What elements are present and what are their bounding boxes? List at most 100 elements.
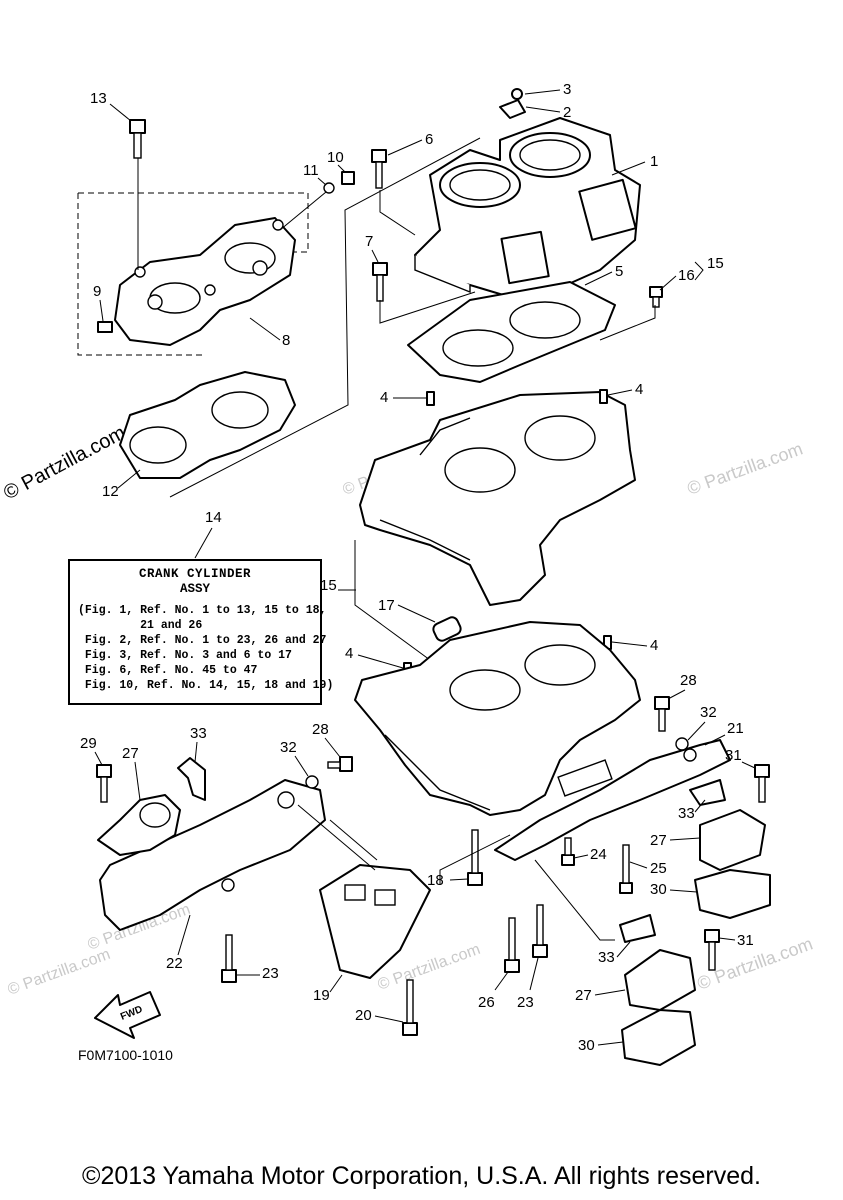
bolt-16 — [649, 286, 663, 308]
dowel-4b — [599, 389, 608, 404]
callout-19: 19 — [313, 987, 330, 1004]
cylinder-head — [114, 217, 296, 346]
callout-15a: 15 — [320, 577, 337, 594]
washer-32-left — [305, 775, 319, 789]
bolt-13 — [129, 119, 146, 159]
callout-23b: 23 — [517, 994, 534, 1011]
callout-28a: 28 — [312, 721, 329, 738]
callout-18: 18 — [427, 872, 444, 889]
washer-32-right — [675, 737, 689, 751]
callout-33b: 33 — [678, 805, 695, 822]
callout-3: 3 — [563, 81, 571, 98]
callout-7: 7 — [365, 233, 373, 250]
bolt-9 — [97, 321, 113, 333]
dowel-4a — [426, 391, 435, 406]
note-title: CRANK CYLINDER — [138, 567, 252, 581]
callout-4a: 4 — [380, 389, 388, 406]
bolt-26 — [504, 917, 520, 973]
bolt-20 — [402, 979, 418, 1036]
watermark-bottom-left: © Partzilla.com — [6, 946, 113, 999]
upper-crankcase — [359, 391, 636, 606]
bolt-28-left — [327, 756, 353, 772]
engine-mount-right-lower — [621, 949, 696, 1066]
callout-30b: 30 — [578, 1037, 595, 1054]
spacer-33-left — [177, 757, 206, 801]
callout-29: 29 — [80, 735, 97, 752]
callout-16: 16 — [678, 267, 695, 284]
mount-bracket-22 — [99, 779, 326, 931]
head-group-dashed-box — [77, 192, 309, 356]
callout-12: 12 — [102, 483, 119, 500]
callout-11: 11 — [303, 162, 319, 179]
callout-32b: 32 — [700, 704, 717, 721]
callout-1: 1 — [650, 153, 658, 170]
bolt-25 — [619, 844, 633, 894]
callout-17: 17 — [378, 597, 395, 614]
callout-23a: 23 — [262, 965, 279, 982]
bolt-23-left — [221, 934, 237, 983]
callout-21: 21 — [727, 720, 744, 737]
bolt-31-upper — [754, 764, 770, 803]
bolt-24 — [561, 837, 575, 866]
callout-27b: 27 — [650, 832, 667, 849]
plug-10 — [341, 171, 355, 185]
note-line: 21 and 26 — [78, 619, 203, 632]
note-line: Fig. 2, Ref. No. 1 to 23, 26 and 27 — [78, 634, 327, 647]
diagram-code: F0M7100-1010 — [78, 1047, 173, 1063]
mount-bracket-21 — [494, 739, 731, 861]
bolt-23-right — [532, 904, 548, 958]
gasket-12 — [119, 371, 296, 479]
bolt-6 — [371, 149, 387, 189]
callout-24: 24 — [590, 846, 607, 863]
engine-mount-left — [97, 794, 181, 856]
callout-26: 26 — [478, 994, 495, 1011]
bushing-17 — [432, 616, 462, 642]
engine-mount-right-upper — [694, 809, 771, 919]
callout-31a: 31 — [725, 747, 742, 764]
spacer-33-lower — [619, 914, 656, 943]
callout-8: 8 — [282, 332, 290, 349]
callout-27c: 27 — [575, 987, 592, 1004]
callout-9: 9 — [93, 283, 101, 300]
callout-2: 2 — [563, 104, 571, 121]
assembly-note-box: CRANK CYLINDER ASSY (Fig. 1, Ref. No. 1 … — [68, 559, 334, 705]
callout-4b: 4 — [635, 381, 643, 398]
copyright-footer: ©2013 Yamaha Motor Corporation, U.S.A. A… — [82, 1162, 761, 1190]
gasket-5 — [407, 281, 616, 383]
callout-13: 13 — [90, 90, 107, 107]
note-line: (Fig. 1, Ref. No. 1 to 13, 15 to 18, — [78, 604, 327, 617]
spacer-33-upper — [689, 779, 726, 806]
callout-32a: 32 — [280, 739, 297, 756]
callout-10: 10 — [327, 149, 344, 166]
bolt-18 — [467, 829, 483, 886]
callout-14: 14 — [205, 509, 222, 526]
note-line: Fig. 6, Ref. No. 45 to 47 — [78, 664, 258, 677]
note-line: Fig. 3, Ref. No. 3 and 6 to 17 — [78, 649, 292, 662]
note-subtitle: ASSY — [179, 582, 210, 596]
callout-25: 25 — [650, 860, 667, 877]
callouts: 1 2 3 4 4 4 4 5 6 7 8 9 10 11 12 13 14 1… — [80, 81, 756, 1054]
callout-6: 6 — [425, 131, 433, 148]
part-screw-small — [511, 88, 523, 100]
callout-27a: 27 — [122, 745, 139, 762]
bolt-7 — [372, 262, 388, 302]
callout-22: 22 — [166, 955, 183, 972]
cylinder-block — [414, 117, 641, 301]
bolt-28-right — [654, 696, 670, 732]
part-clamp — [499, 99, 526, 119]
callout-33a: 33 — [190, 725, 207, 742]
note-line: Fig. 10, Ref. No. 14, 15, 18 and 19) — [78, 679, 334, 692]
callout-28b: 28 — [680, 672, 697, 689]
lower-crankcase — [354, 621, 641, 816]
damper-bracket-19 — [319, 864, 431, 979]
callout-5: 5 — [615, 263, 623, 280]
callout-33c: 33 — [598, 949, 615, 966]
callout-15b: 15 — [707, 255, 724, 272]
callout-30a: 30 — [650, 881, 667, 898]
bolt-31-lower — [704, 929, 720, 971]
washer-11 — [323, 182, 335, 194]
callout-4c: 4 — [650, 637, 658, 654]
watermark-right-1: © Partzilla.com — [685, 438, 806, 498]
bolt-29 — [96, 764, 112, 803]
